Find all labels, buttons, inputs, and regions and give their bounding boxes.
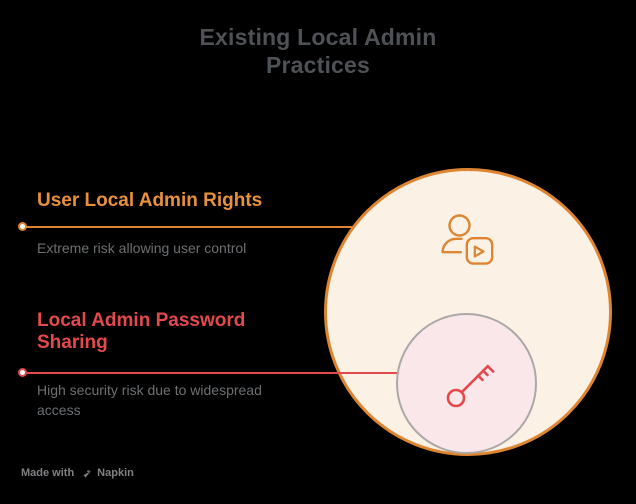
napkin-logo-icon bbox=[80, 469, 91, 478]
heading-user-local-admin-rights: User Local Admin Rights bbox=[37, 190, 263, 211]
watermark: Made with Napkin bbox=[21, 466, 134, 480]
description-user-rights: Extreme risk allowing user control bbox=[37, 240, 247, 256]
watermark-text: Made with bbox=[21, 467, 75, 479]
description-password-sharing: High security risk due to widespread acc… bbox=[37, 382, 262, 418]
connector-dot-password-sharing bbox=[18, 368, 27, 377]
watermark-brand: Napkin bbox=[97, 467, 134, 479]
connector-line-password-sharing bbox=[22, 372, 398, 374]
connector-line-user-rights bbox=[22, 226, 353, 228]
password-sharing-circle bbox=[396, 313, 537, 454]
page-title: Existing Local Admin Practices bbox=[199, 24, 437, 78]
connector-dot-user-rights bbox=[18, 222, 27, 231]
heading-password-sharing: Local Admin Password Sharing bbox=[37, 310, 246, 353]
